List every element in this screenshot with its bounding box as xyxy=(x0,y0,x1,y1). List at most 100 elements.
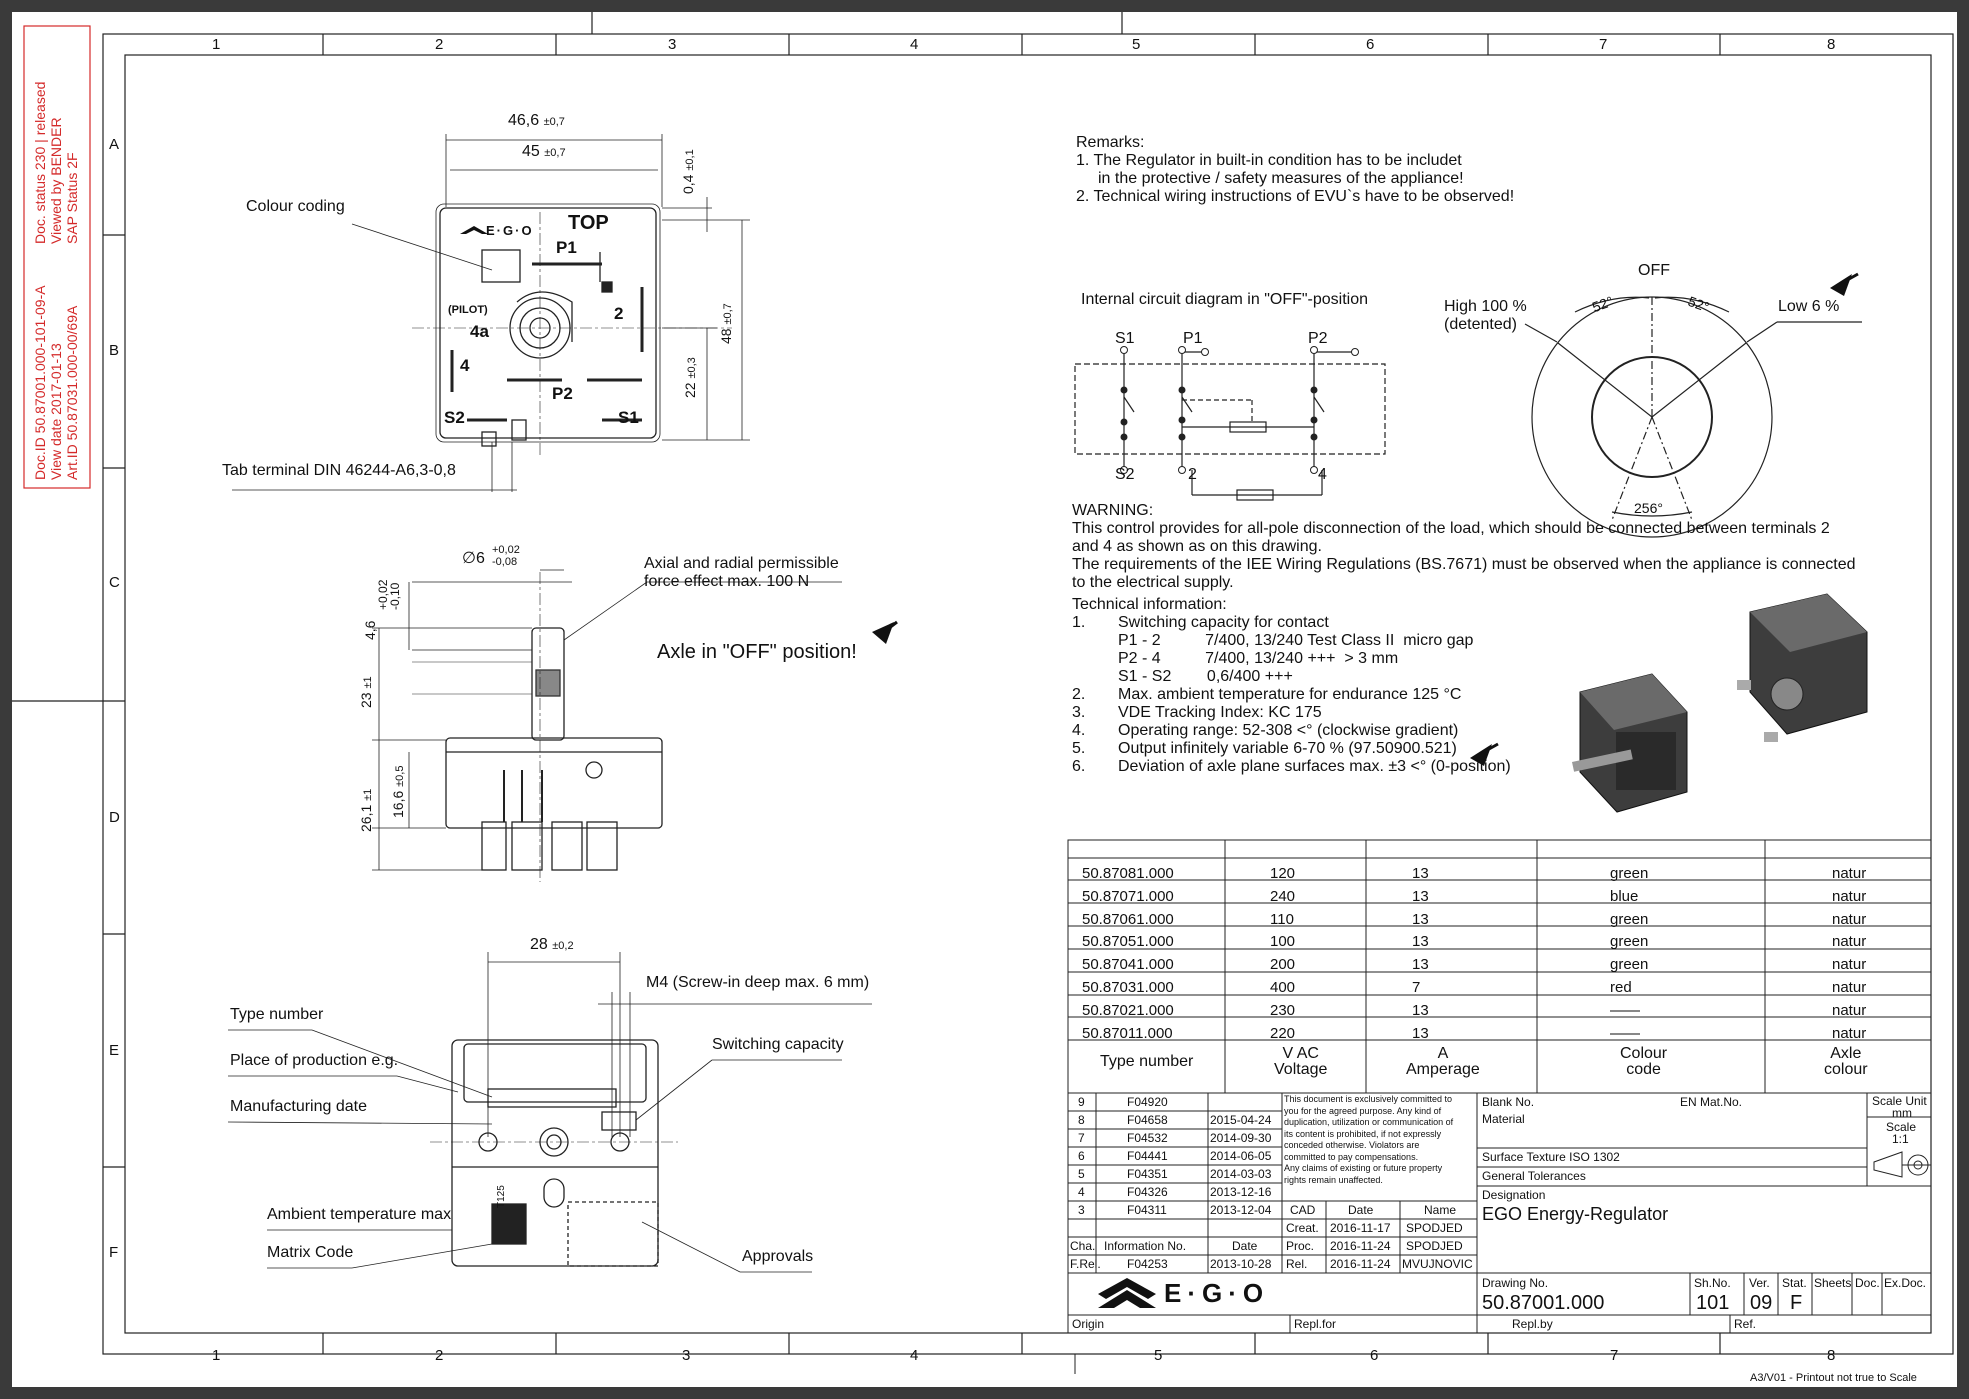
parts-cell: natur xyxy=(1832,956,1867,974)
parts-cell: green xyxy=(1610,910,1649,928)
revision-date: 2015-04-24 xyxy=(1210,1113,1272,1127)
dim-diameter: ∅6 xyxy=(462,550,485,567)
rev-frel-info: F04253 xyxy=(1127,1257,1168,1271)
revision-date: 2014-06-05 xyxy=(1210,1149,1272,1163)
tb-mm: mm xyxy=(1892,1106,1912,1120)
parts-cell: —— xyxy=(1610,1024,1640,1042)
tb-stat-value: F xyxy=(1790,1292,1803,1314)
dial-angle-bottom: 256° xyxy=(1634,500,1663,516)
grid-col-1: 1 xyxy=(212,36,221,53)
grid-col-6: 6 xyxy=(1366,36,1375,53)
parts-cell: natur xyxy=(1832,887,1867,905)
tech-n-2: 2. xyxy=(1072,686,1086,703)
tb-ver-value: 09 xyxy=(1750,1292,1773,1314)
tech-n-5: 5. xyxy=(1072,740,1086,757)
tb-scale-value: 1:1 xyxy=(1892,1132,1909,1146)
parts-cell: 13 xyxy=(1412,1001,1429,1019)
parts-header-colour: Colour code xyxy=(1620,1045,1668,1078)
grid-col-3: 3 xyxy=(668,36,677,53)
remarks-title: Remarks: xyxy=(1076,134,1145,151)
parts-cell: 100 xyxy=(1270,933,1296,951)
parts-cell: green xyxy=(1610,956,1649,974)
grid-row-a: A xyxy=(109,136,120,153)
ego-logo: E·G·O xyxy=(1164,1278,1270,1308)
approval-creat-date: 2016-11-17 xyxy=(1330,1221,1391,1235)
grid-col-6-bottom: 6 xyxy=(1370,1347,1379,1364)
dim-body-height: 16,6 ±0,5 xyxy=(390,765,406,818)
dim-outer-width: 46,6 ±0,7 xyxy=(508,112,565,129)
parts-cell: natur xyxy=(1832,1001,1867,1019)
circuit-t2: 2 xyxy=(1188,466,1197,483)
top-view-logo: E·G·O xyxy=(486,223,534,238)
grid-col-7-bottom: 7 xyxy=(1610,1347,1619,1364)
warning-line-3: The requirements of the IEE Wiring Regul… xyxy=(1072,556,1856,573)
approval-rel: Rel. xyxy=(1286,1257,1308,1271)
parts-cell: 13 xyxy=(1412,865,1429,882)
grid-col-8-bottom: 8 xyxy=(1827,1347,1836,1364)
footer-note: A3/V01 - Printout not true to Scale xyxy=(1750,1372,1917,1384)
dim-center: 22 ±0,3 xyxy=(682,357,698,398)
label-place-production: Place of production e.g. xyxy=(230,1052,399,1069)
label-axle-off: Axle in "OFF" position! xyxy=(657,641,857,663)
dim-axle-flat-tol-down: -0,10 xyxy=(388,582,402,610)
revision-cha: 8 xyxy=(1078,1113,1085,1127)
tb-ref: Ref. xyxy=(1734,1317,1757,1331)
dim-axle-length: 23 ±1 xyxy=(358,676,374,708)
revision-cha: 5 xyxy=(1078,1167,1085,1181)
art-id: Art.ID 50.87031.000-00/69A xyxy=(64,305,80,480)
circuit-p1: P1 xyxy=(1183,330,1203,347)
parts-cell: 50.87051.000 xyxy=(1082,933,1174,951)
term-p1: P1 xyxy=(556,238,577,257)
viewed-by: Viewed by BENDER xyxy=(48,117,64,244)
dim-hole-distance: 28 ±0,2 xyxy=(530,936,574,953)
dim-top-offset: 0,4 ±0,1 xyxy=(680,149,696,194)
term-4: 4 xyxy=(460,356,470,375)
label-m4: M4 (Screw-in deep max. 6 mm) xyxy=(646,974,870,991)
approval-proc-date: 2016-11-24 xyxy=(1330,1239,1391,1253)
parts-cell: 110 xyxy=(1270,910,1294,928)
dial-high-detented: (detented) xyxy=(1444,316,1517,333)
revision-cha: 9 xyxy=(1078,1095,1085,1109)
label-approvals: Approvals xyxy=(742,1248,814,1265)
parts-cell: natur xyxy=(1832,933,1867,951)
revision-info: F04920 xyxy=(1127,1095,1168,1109)
grid-col-8: 8 xyxy=(1827,36,1836,53)
parts-cell: 13 xyxy=(1412,1024,1429,1042)
parts-cell: natur xyxy=(1832,910,1867,928)
revision-cha: 3 xyxy=(1078,1203,1085,1217)
approval-proc: Proc. xyxy=(1286,1239,1315,1253)
legal-notice: This document is exclusively committed t… xyxy=(1284,1094,1454,1185)
tech-item-p1-2: P1 - 2 7/400, 13/240 Test Class II micro… xyxy=(1118,632,1474,649)
tech-n-6: 6. xyxy=(1072,758,1086,775)
parts-cell: natur xyxy=(1832,979,1867,996)
grid-col-2-bottom: 2 xyxy=(435,1347,444,1364)
grid-col-3-bottom: 3 xyxy=(682,1347,691,1364)
revision-info: F04441 xyxy=(1127,1149,1168,1163)
tb-tolerances: General Tolerances xyxy=(1482,1169,1586,1183)
parts-cell: 7 xyxy=(1412,979,1421,996)
tb-stat: Stat. xyxy=(1782,1276,1807,1290)
tb-drawing-no-value: 50.87001.000 xyxy=(1482,1292,1605,1314)
term-pilot: (PILOT) xyxy=(448,304,488,316)
label-switching-capacity: Switching capacity xyxy=(712,1036,844,1053)
dim-axle-flat: 4,6 xyxy=(362,620,378,640)
warning-line-2: and 4 as shown as on this drawing. xyxy=(1072,538,1322,555)
approval-rel-date: 2016-11-24 xyxy=(1330,1257,1391,1271)
tech-item-4: Operating range: 52-308 <° (clockwise gr… xyxy=(1118,722,1459,739)
grid-row-d: D xyxy=(109,809,120,826)
doc-id: Doc.ID 50.87001.000-101-09-A xyxy=(32,285,48,480)
drawing-sheet: 1 2 3 4 5 6 7 8 1 2 3 4 5 6 7 8 A B C D … xyxy=(12,12,1957,1387)
technical-drawing xyxy=(12,12,1954,1374)
parts-cell: natur xyxy=(1832,1024,1867,1042)
revision-date: 2014-03-03 xyxy=(1210,1167,1272,1181)
tb-designation-value: EGO Energy-Regulator xyxy=(1482,1204,1669,1224)
dial-low: Low 6 % xyxy=(1778,298,1840,315)
tb-material: Material xyxy=(1482,1112,1525,1126)
circuit-t4: 4 xyxy=(1318,466,1327,483)
parts-cell: 120 xyxy=(1270,865,1296,882)
parts-header-voltage: V AC Voltage xyxy=(1274,1045,1328,1078)
label-matrix-code: Matrix Code xyxy=(267,1244,354,1261)
dial-off: OFF xyxy=(1638,262,1670,279)
parts-header-type: Type number xyxy=(1100,1053,1194,1070)
grid-row-f: F xyxy=(109,1244,119,1261)
